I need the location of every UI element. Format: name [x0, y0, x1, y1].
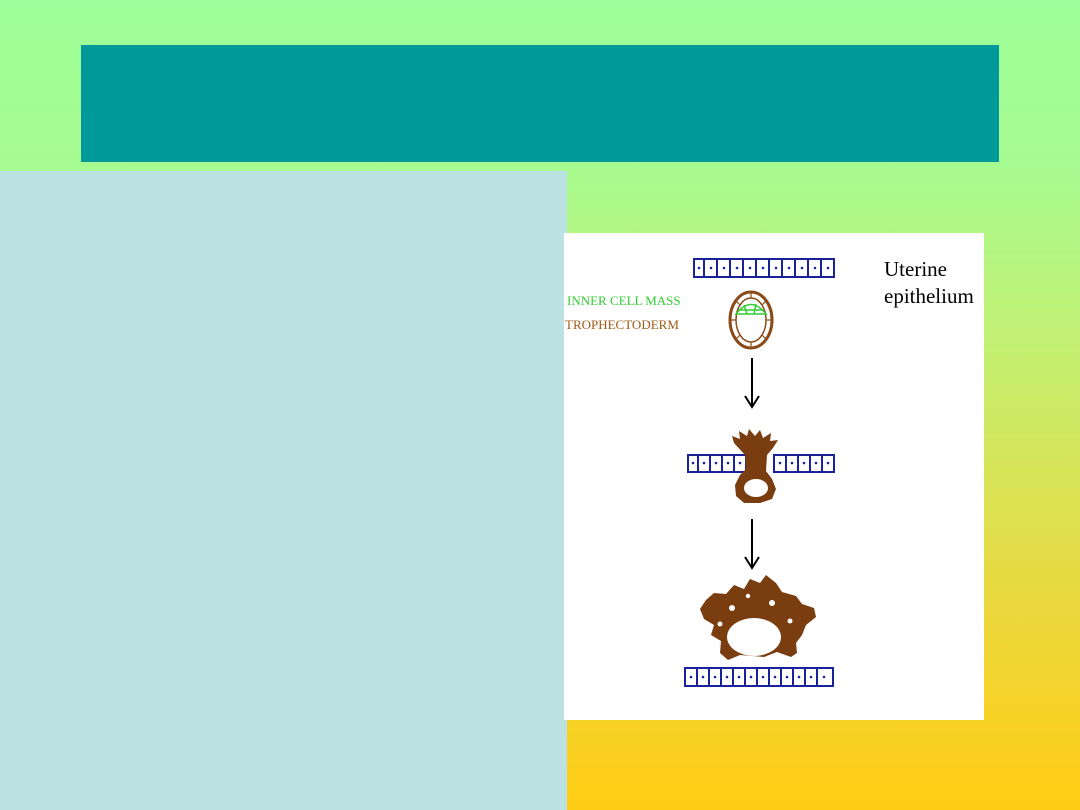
uterine-epithelium-top	[693, 258, 835, 278]
left-content-panel	[0, 171, 567, 810]
attaching-embryo	[732, 429, 778, 503]
inner-cell-mass-label: INNER CELL MASS	[567, 293, 681, 308]
trophectoderm-label: TROPHECTODERM	[565, 317, 679, 332]
arrow-down-icon	[744, 358, 760, 409]
arrow-down-icon	[744, 519, 760, 570]
blastocyst	[728, 290, 774, 350]
implantation-diagram: INNER CELL MASS TROPHECTODERM Uterine ep…	[564, 233, 984, 720]
uterine-label-line-1: Uterine	[884, 257, 947, 281]
uterine-epithelium-top-nuclei	[697, 266, 830, 270]
implanted-embryo	[700, 575, 816, 660]
inner-cell-mass-shape	[734, 303, 768, 315]
uterine-label-line-2: epithelium	[884, 284, 974, 308]
uterine-epithelium-bottom-nuclei	[689, 675, 826, 679]
uterine-epithelium-middle-nuclei	[691, 461, 830, 465]
diagram-drawing	[684, 258, 835, 687]
uterine-epithelium-bottom	[684, 667, 834, 687]
uterine-epithelium-label: Uterine epithelium	[884, 256, 974, 310]
title-bar	[81, 45, 999, 162]
